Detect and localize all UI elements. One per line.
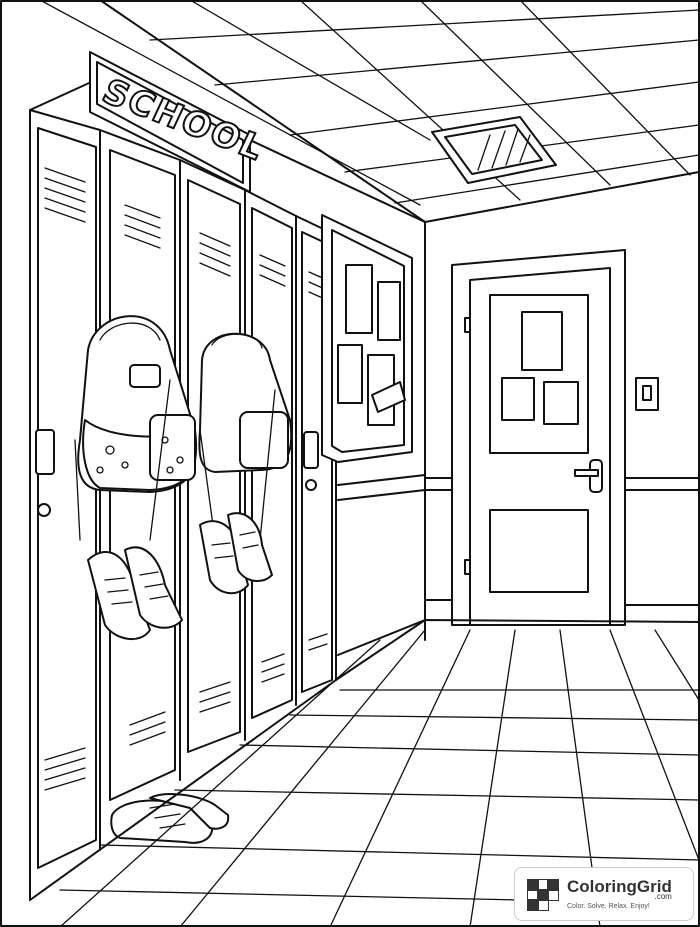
backpack-1-icon	[74, 315, 198, 541]
bulletin-board	[321, 214, 413, 463]
door-notice-icon	[543, 381, 579, 425]
locker-bank	[29, 109, 337, 901]
locker-door-1[interactable]	[37, 127, 97, 869]
back-wall	[337, 377, 700, 656]
notice-paper-icon	[337, 344, 363, 404]
door-notice-icon	[501, 377, 535, 421]
classroom-door[interactable]	[451, 249, 626, 626]
tiled-floor	[29, 619, 700, 927]
coloringgrid-logo[interactable]: ColoringGrid .com Color. Solve. Relax. E…	[514, 867, 694, 921]
backpack-2-icon	[198, 332, 293, 541]
logo-name: ColoringGrid	[567, 877, 672, 896]
notice-paper-icon	[371, 381, 406, 413]
locker-door-3[interactable]	[187, 179, 241, 753]
hanging-sneakers-1-icon	[87, 546, 183, 640]
locker-lock-icon	[37, 503, 51, 517]
locker-handle-icon[interactable]	[35, 429, 55, 475]
logo-domain: .com	[654, 892, 672, 901]
door-notice-icon	[521, 311, 563, 371]
grid-logo-icon	[525, 877, 559, 911]
hanging-sneakers-2-icon	[199, 512, 273, 595]
ceiling-light-icon	[431, 116, 557, 184]
locker-handle-icon[interactable]	[303, 431, 319, 469]
notice-paper-icon	[345, 264, 373, 334]
door-panel	[489, 509, 589, 593]
floor-sneakers-icon	[110, 793, 230, 844]
locker-lock-icon	[305, 479, 317, 491]
ceiling	[39, 0, 700, 641]
notice-paper-icon	[377, 281, 401, 341]
logo-tagline: Color. Solve. Relax. Enjoy!	[567, 903, 650, 910]
